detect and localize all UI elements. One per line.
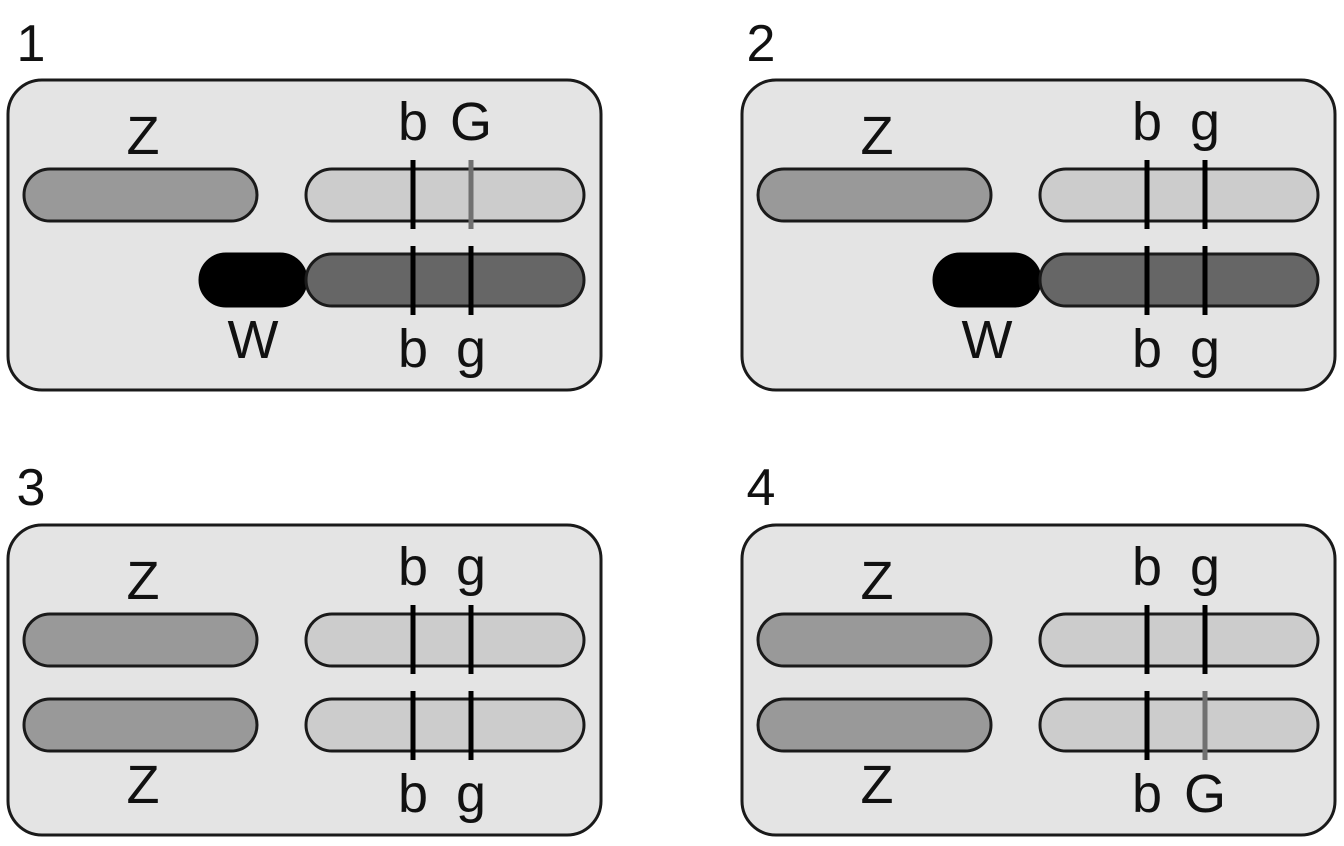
panel-number: 4 [747, 459, 776, 517]
autosome [304, 612, 586, 668]
autosome [304, 167, 586, 223]
locus-label-b: b [1132, 764, 1162, 824]
sex-chromosome-label: W [962, 310, 1013, 370]
locus-label-b: b [398, 537, 428, 597]
sex-chromosome-label: Z [861, 106, 894, 166]
panel-number: 1 [17, 15, 46, 73]
z-chromosome [756, 612, 993, 668]
autosome [1038, 167, 1320, 223]
autosome [304, 697, 586, 753]
locus-label-G: G [450, 92, 492, 152]
locus-label-b: b [1132, 319, 1162, 379]
panel-number: 3 [17, 459, 46, 517]
panel-box [740, 78, 1337, 392]
locus-label-g: g [1190, 92, 1220, 152]
z-chromosome [22, 697, 259, 753]
panel-number: 2 [747, 15, 776, 73]
sex-chromosome-label: W [228, 310, 279, 370]
locus-label-b: b [398, 319, 428, 379]
locus-label-g: g [456, 537, 486, 597]
locus-label-g: g [1190, 537, 1220, 597]
panel-box [740, 523, 1337, 837]
w-chromosome [198, 252, 308, 308]
autosome [1038, 697, 1320, 753]
w-chromosome [932, 252, 1042, 308]
sex-chromosome-label: Z [127, 106, 160, 166]
panel-box [6, 523, 603, 837]
locus-label-b: b [398, 92, 428, 152]
sex-chromosome-label: Z [127, 551, 160, 611]
sex-chromosome-label: Z [127, 755, 160, 815]
z-chromosome [756, 697, 993, 753]
locus-label-g: g [1190, 319, 1220, 379]
locus-label-b: b [398, 764, 428, 824]
autosome [1038, 252, 1320, 308]
sex-chromosome-label: Z [861, 755, 894, 815]
z-chromosome [22, 167, 259, 223]
panel-box [6, 78, 603, 392]
z-chromosome [22, 612, 259, 668]
locus-label-g: g [456, 319, 486, 379]
locus-label-b: b [1132, 537, 1162, 597]
locus-label-G: G [1184, 764, 1226, 824]
locus-label-b: b [1132, 92, 1162, 152]
locus-label-g: g [456, 764, 486, 824]
autosome [1038, 612, 1320, 668]
autosome [304, 252, 586, 308]
sex-chromosome-label: Z [861, 551, 894, 611]
z-chromosome [756, 167, 993, 223]
